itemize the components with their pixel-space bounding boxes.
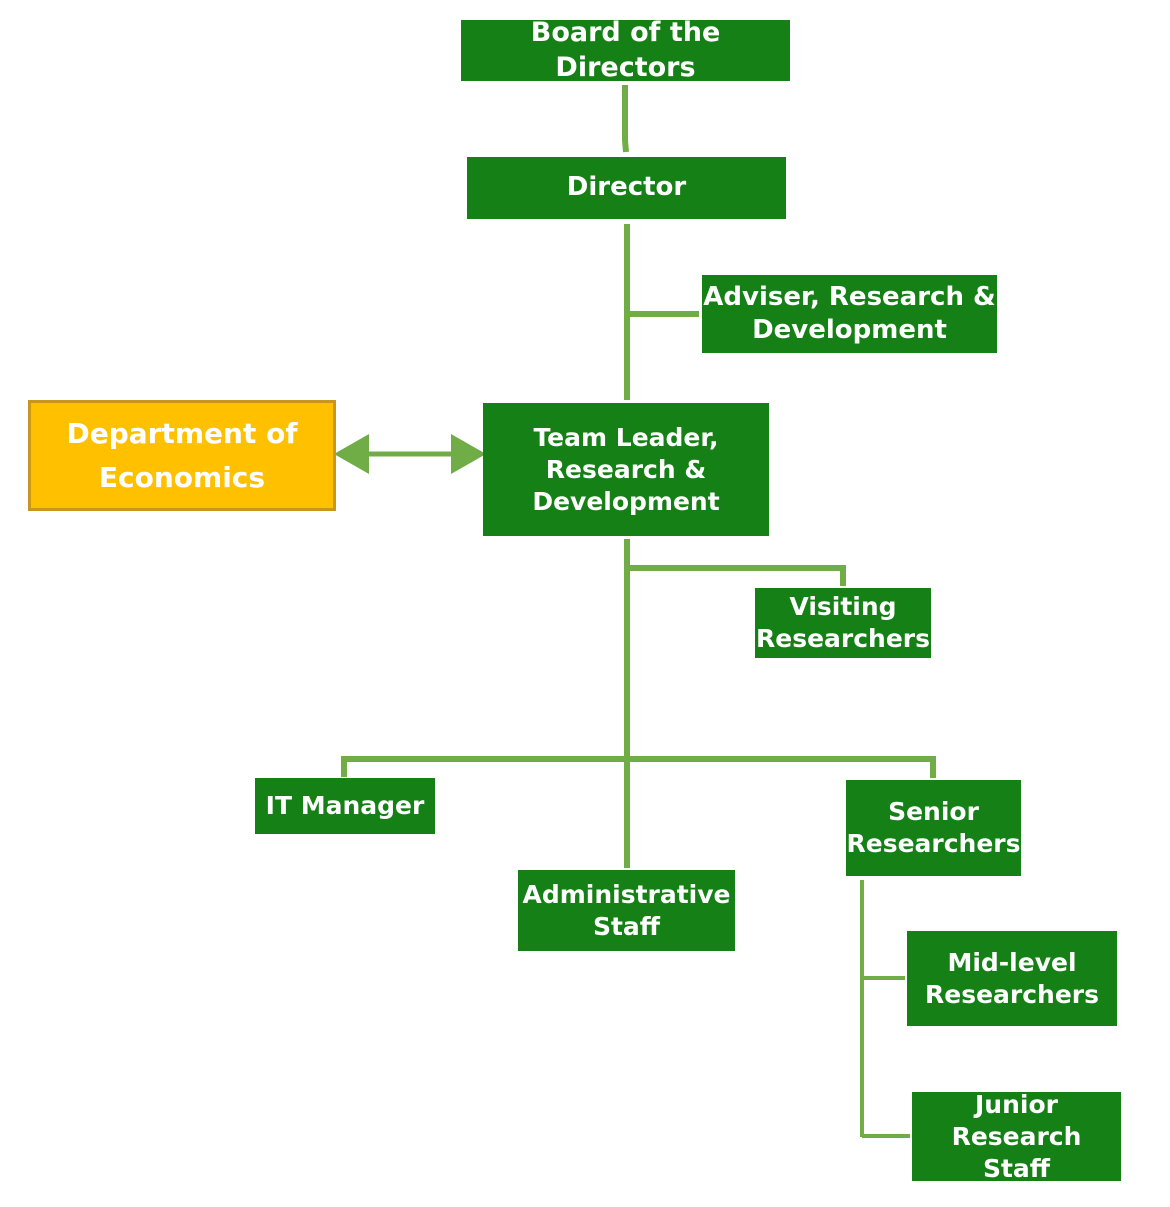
node-label-line-1: Visiting	[789, 592, 897, 621]
node-label-line-2: Researchers	[924, 979, 1100, 1009]
connector-visiting	[627, 565, 846, 586]
node-department-of-economics: Department of Economics	[28, 400, 336, 511]
node-label-line-1: Junior Research	[951, 1089, 1082, 1151]
node-label-line-2: Staff	[592, 911, 661, 941]
node-label-line-2: Research &	[545, 454, 707, 484]
node-senior-researchers: Senior Researchers	[846, 780, 1021, 876]
node-label: Director	[566, 172, 687, 203]
node-adviser: Adviser, Research & Development	[702, 275, 997, 353]
node-director: Director	[467, 157, 786, 219]
node-label-line-1: Mid-level	[947, 947, 1077, 977]
node-label-line-3: Development	[532, 486, 720, 516]
node-junior-research-staff: Junior Research Staff	[912, 1089, 1121, 1183]
connector-board-director	[622, 85, 629, 153]
node-board-of-directors: Board of the Directors	[461, 17, 790, 83]
node-label-line-2: Economics	[98, 460, 266, 494]
node-label-line-2: Researchers	[755, 624, 931, 653]
node-it-manager: IT Manager	[255, 778, 435, 834]
node-label-line-2: Development	[752, 315, 947, 345]
node-label-line-2: Staff	[982, 1153, 1051, 1183]
node-visiting-researchers: Visiting Researchers	[755, 588, 931, 658]
node-label-line-1: Adviser, Research &	[703, 281, 996, 312]
node-label-line-2: Researchers	[846, 829, 1021, 858]
node-mid-level-researchers: Mid-level Researchers	[907, 931, 1117, 1026]
node-administrative-staff: Administrative Staff	[518, 870, 735, 951]
node-label-line-1: Team Leader,	[533, 422, 719, 452]
node-label: Board of the Directors	[530, 16, 721, 83]
node-label-line-1: Administrative	[522, 879, 731, 909]
node-label-line-1: Senior	[888, 797, 979, 826]
node-team-leader: Team Leader, Research & Development	[483, 403, 769, 536]
connector-bus	[341, 756, 936, 778]
node-label-line-1: Department of	[66, 417, 298, 451]
node-label: IT Manager	[265, 791, 425, 820]
